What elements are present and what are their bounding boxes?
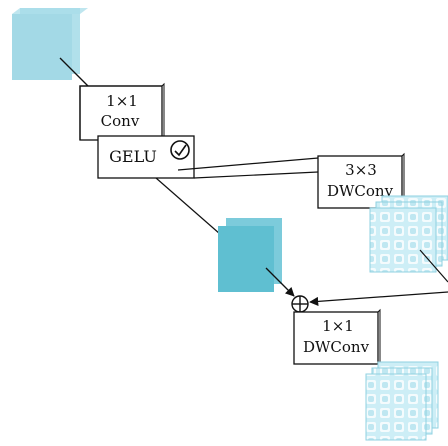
grid-feature-stack-top	[369, 195, 448, 273]
middle-feature-map	[218, 218, 282, 292]
dwconv1x1-label-line2: DWConv	[303, 338, 370, 356]
line-gelu-to-dwconv3x3-b	[193, 171, 319, 179]
arrow-feature-to-add	[265, 267, 295, 297]
conv1x1-block: 1×1 Conv	[79, 82, 165, 141]
dwconv3x3-label-line1: 3×3	[345, 161, 377, 179]
input-feature-map	[12, 8, 88, 80]
line-gelu-to-dwconv3x3-a	[177, 156, 331, 171]
dwconv3x3-label-line2: DWConv	[327, 182, 394, 200]
dwconv1x1-block: 1×1 DWConv	[293, 308, 381, 365]
check-circle-icon	[170, 140, 190, 160]
add-circle-icon	[291, 295, 309, 313]
gelu-block: GELU	[97, 135, 195, 179]
line-grid-to-return	[419, 249, 448, 283]
conv1x1-label-line1: 1×1	[106, 92, 138, 110]
conv1x1-label-line2: Conv	[101, 112, 140, 130]
arrow-return-to-add	[309, 291, 448, 306]
gelu-label: GELU	[109, 147, 157, 166]
dwconv1x1-label-line1: 1×1	[322, 317, 354, 335]
grid-feature-stack-bottom	[365, 361, 439, 441]
